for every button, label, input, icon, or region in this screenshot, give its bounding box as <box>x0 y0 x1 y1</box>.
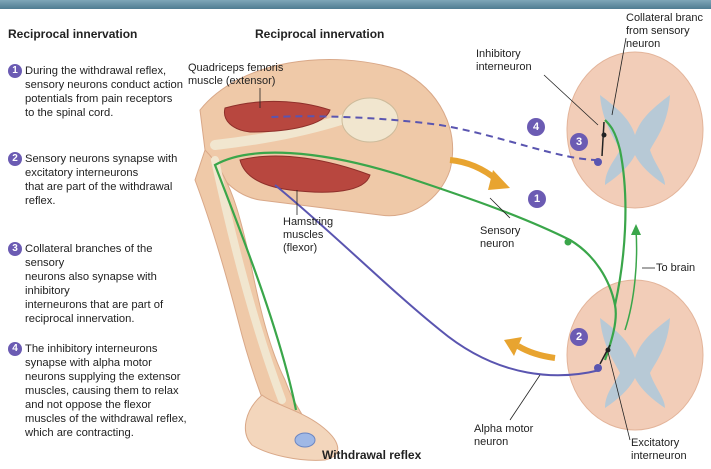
collateral-branch-label: Collateral branc from sensory neuron <box>626 12 703 51</box>
spinal-cord-lower <box>567 280 703 430</box>
alpha-motor-neuron-path <box>275 185 600 375</box>
sensory-neuron-label: Sensory neuron <box>480 225 520 251</box>
to-brain-label: To brain <box>656 262 695 275</box>
inhibitory-interneuron-label: Inhibitory interneuron <box>476 48 532 74</box>
pain-stimulus <box>295 433 315 447</box>
diagram-number-3: 3 <box>570 133 588 151</box>
inhibitory-synapse <box>602 133 607 138</box>
motor-cell-upper <box>594 158 602 166</box>
quadriceps-label: Quadriceps femoris muscle (extensor) <box>188 62 283 88</box>
arrow-toward-muscle <box>518 346 555 358</box>
diagram-number-4: 4 <box>527 118 545 136</box>
spinal-cord-upper <box>567 52 703 208</box>
hamstring-label: Hamstring muscles (flexor) <box>283 216 333 255</box>
diagram-number-1: 1 <box>528 190 546 208</box>
sensory-cell-body <box>565 239 572 246</box>
to-brain-arrowhead <box>631 224 641 235</box>
diagram-number-2: 2 <box>570 328 588 346</box>
excitatory-interneuron-label: Excitatory interneuron <box>631 437 687 463</box>
arrow-toward-cord <box>450 160 497 180</box>
pelvis-bone <box>342 98 398 142</box>
leader-alpha <box>510 375 540 420</box>
motor-cell-lower <box>594 364 602 372</box>
withdrawal-reflex-caption: Withdrawal reflex <box>322 448 421 462</box>
excitatory-synapse <box>606 348 611 353</box>
alpha-motor-neuron-label: Alpha motor neuron <box>474 423 533 449</box>
